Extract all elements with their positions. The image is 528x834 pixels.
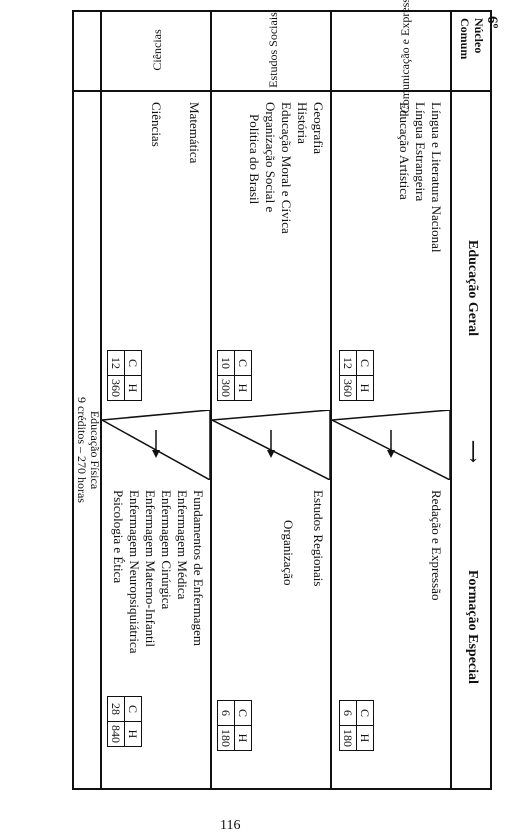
c-header: C <box>356 350 374 376</box>
c-header: C <box>234 350 252 376</box>
subject: Língua e Literatura Nacional <box>429 102 444 253</box>
credits-value: 12 <box>107 350 125 376</box>
area-label-2: Estudos Sociais <box>266 12 280 88</box>
special-subject: Organização <box>281 520 296 586</box>
subject: Ciências <box>149 102 164 147</box>
credits-value: 12 <box>339 350 357 376</box>
footer-line-1: Educação Física <box>88 410 102 490</box>
special-subject-list-3: Fundamentos de Enfermagem Enfermagem Méd… <box>110 490 206 654</box>
special-subject: Enfermagem Neuropsiquiátrica <box>127 490 142 654</box>
hours-value: 840 <box>107 721 125 747</box>
header-rule <box>450 10 452 790</box>
subject-list-3: Matemática Ciências <box>148 102 202 163</box>
hours-value: 360 <box>107 375 125 401</box>
special-subject: Enfermagem Materno-Infantil <box>143 490 158 648</box>
special-subject: Psicologia e Ética <box>111 490 126 584</box>
hours-value: 300 <box>217 375 235 401</box>
c-header: C <box>356 700 374 726</box>
hours-value: 360 <box>339 375 357 401</box>
h-header: H <box>124 721 142 747</box>
credits-value: 6 <box>217 700 235 726</box>
subject: Geografia <box>311 102 326 154</box>
triangle-arrow-2 <box>212 410 330 480</box>
subject: História <box>295 102 310 144</box>
c-header: C <box>234 700 252 726</box>
core-row-rule-2 <box>210 10 212 90</box>
triangle-arrow-1 <box>332 410 450 480</box>
hours-value: 180 <box>339 725 357 751</box>
subject-list-1: Língua e Literatura Nacional Língua Estr… <box>396 102 444 253</box>
subject: Matemática <box>187 102 202 164</box>
footer-note: Educação Física 9 créditos – 270 horas <box>75 390 102 510</box>
core-row-rule-3 <box>100 10 102 90</box>
special-subject: Fundamentos de Enfermagem <box>191 490 206 646</box>
subject: Educação Moral e Cívica <box>279 102 294 234</box>
credits-value: 10 <box>217 350 235 376</box>
area-label-3: Ciências <box>150 29 164 71</box>
special-title: Formação Especial <box>465 570 480 684</box>
triangle-arrow-3 <box>102 410 210 480</box>
core-row-rule-1 <box>330 10 332 90</box>
credits-value: 28 <box>107 696 125 722</box>
c-header: C <box>124 696 142 722</box>
h-header: H <box>234 725 252 751</box>
special-subject: Enfermagem Médica <box>175 490 190 600</box>
subject: Língua Estrangeira <box>413 102 428 202</box>
special-subject-list-2: Estudos Regionais Organização <box>280 490 326 586</box>
subject: Organização Social e <box>263 102 278 213</box>
chapter-number: 6º <box>484 16 500 29</box>
c-header: C <box>124 350 142 376</box>
subject: Educação Artística <box>397 102 412 200</box>
special-subject-list-1: Redação e Expressão <box>428 490 444 600</box>
credits-value: 6 <box>339 700 357 726</box>
footer-line-2: 9 créditos – 270 horas <box>75 397 89 503</box>
special-subject: Redação e Expressão <box>429 490 444 601</box>
h-header: H <box>356 375 374 401</box>
h-header: H <box>356 725 374 751</box>
h-header: H <box>234 375 252 401</box>
curriculum-table: Núcleo Comum Educação Geral ⟶ Formação E… <box>72 0 492 790</box>
subject: Política do Brasil <box>247 114 262 205</box>
hours-value: 180 <box>217 725 235 751</box>
core-title: Núcleo Comum <box>458 18 486 60</box>
general-title: Educação Geral <box>465 240 480 337</box>
core-column-rule <box>72 90 492 92</box>
subject-list-2: Geografia História Educação Moral e Cívi… <box>246 102 326 234</box>
special-subject: Estudos Regionais <box>311 490 326 587</box>
h-header: H <box>124 375 142 401</box>
page-number: 116 <box>220 818 241 833</box>
special-subject: Enfermagem Cirúrgica <box>159 490 174 610</box>
area-label-1: Comunicação e Expressão <box>398 0 412 114</box>
arrow-right-icon: ⟶ <box>464 440 481 463</box>
